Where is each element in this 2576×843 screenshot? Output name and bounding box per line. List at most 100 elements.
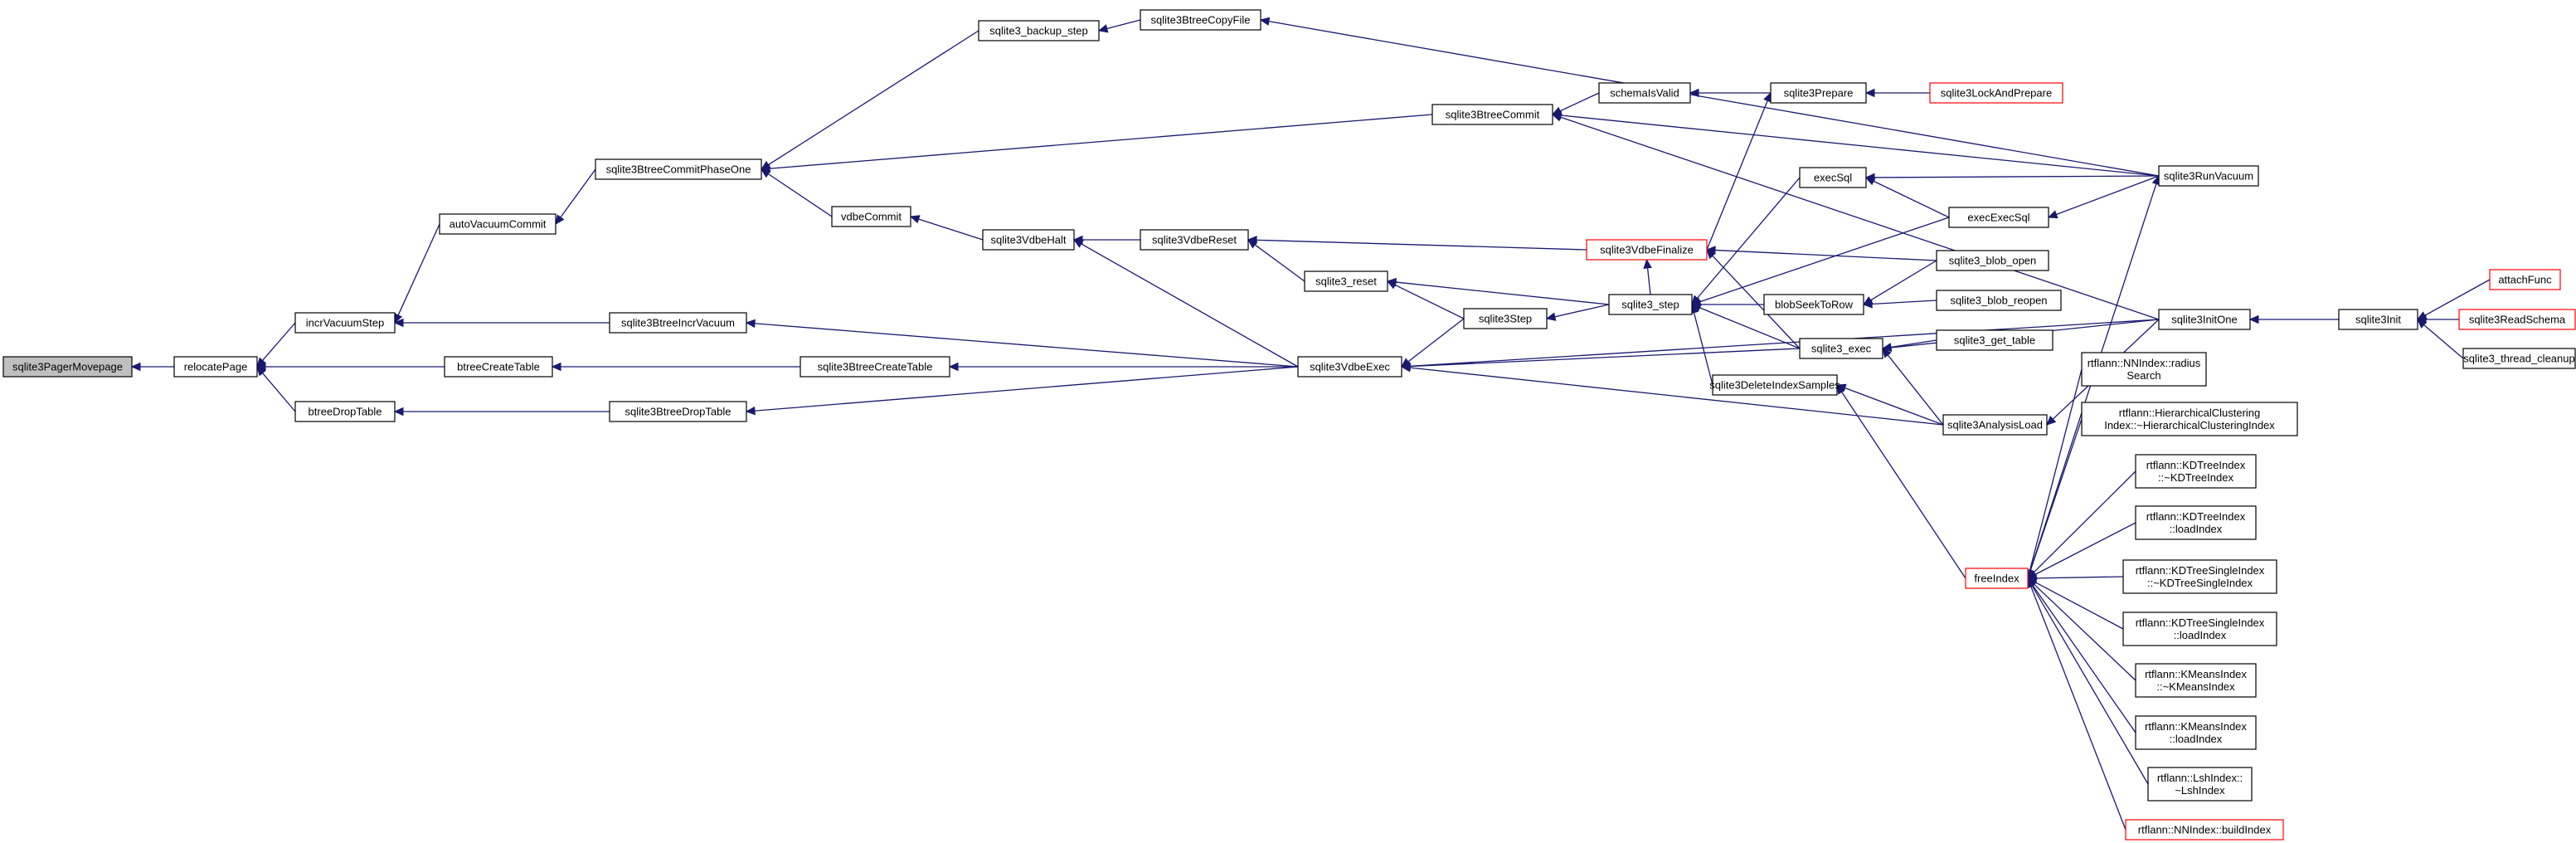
- node-box[interactable]: [1942, 414, 2048, 436]
- node-sqlite3_step[interactable]: sqlite3_step: [1608, 294, 1693, 315]
- node-box[interactable]: [2135, 663, 2257, 698]
- node-btreecreatetable[interactable]: btreeCreateTable: [444, 356, 553, 378]
- node-sqlite3_blob_reopen[interactable]: sqlite3_blob_reopen: [1936, 290, 2062, 311]
- node-autovacuumcommit[interactable]: autoVacuumCommit: [439, 213, 557, 235]
- node-sqlite3_blob_open[interactable]: sqlite3_blob_open: [1936, 250, 2049, 271]
- node-box[interactable]: [1763, 294, 1864, 315]
- node-box[interactable]: [609, 401, 747, 422]
- node-box[interactable]: [439, 213, 557, 235]
- node-sqlite3_exec[interactable]: sqlite3_exec: [1799, 338, 1883, 359]
- node-sqlite3prepare[interactable]: sqlite3Prepare: [1770, 82, 1867, 104]
- node-box[interactable]: [2135, 454, 2257, 489]
- node-box[interactable]: [2122, 612, 2277, 646]
- node-execexecsql[interactable]: execExecSql: [1948, 207, 2049, 228]
- node-box[interactable]: [2489, 269, 2561, 290]
- node-box[interactable]: [2, 356, 133, 378]
- node-sqlite3lockandprepare[interactable]: sqlite3LockAndPrepare: [1929, 82, 2063, 104]
- node-btreedroptable[interactable]: btreeDropTable: [294, 401, 396, 422]
- node-box[interactable]: [1799, 167, 1867, 188]
- node-rtflann-kmeansindex-kmeansindex[interactable]: rtflann::KMeansIndex::~KMeansIndex: [2135, 663, 2257, 698]
- node-rtflann-kdtreesingleindex-kdtreesingleindex[interactable]: rtflann::KDTreeSingleIndex::~KDTreeSingl…: [2122, 559, 2277, 594]
- node-box[interactable]: [609, 312, 747, 334]
- node-box[interactable]: [2135, 505, 2257, 540]
- node-execsql[interactable]: execSql: [1799, 167, 1867, 188]
- node-blobseektorow[interactable]: blobSeekToRow: [1763, 294, 1864, 315]
- node-box[interactable]: [2338, 309, 2418, 330]
- node-box[interactable]: [294, 312, 396, 334]
- node-box[interactable]: [1140, 229, 1249, 251]
- node-box[interactable]: [2147, 767, 2253, 802]
- node-box[interactable]: [2081, 352, 2207, 387]
- node-box[interactable]: [1936, 290, 2062, 311]
- node-sqlite3readschema[interactable]: sqlite3ReadSchema: [2458, 309, 2576, 330]
- node-sqlite3vdbeexec[interactable]: sqlite3VdbeExec: [1297, 356, 1402, 378]
- node-box[interactable]: [2125, 819, 2284, 841]
- node-sqlite3vdbehalt[interactable]: sqlite3VdbeHalt: [982, 229, 1075, 251]
- node-sqlite3_reset[interactable]: sqlite3_reset: [1304, 270, 1388, 292]
- node-box[interactable]: [1712, 374, 1838, 396]
- node-sqlite3initone[interactable]: sqlite3InitOne: [2158, 309, 2251, 330]
- node-sqlite3_thread_cleanup[interactable]: sqlite3_thread_cleanup: [2462, 348, 2576, 369]
- node-box[interactable]: [2081, 402, 2298, 436]
- node-rtflann-kdtreesingleindex-loadindex[interactable]: rtflann::KDTreeSingleIndex::loadIndex: [2122, 612, 2277, 646]
- node-box[interactable]: [1965, 568, 2029, 589]
- node-box[interactable]: [2158, 165, 2259, 187]
- node-sqlite3vdbereset[interactable]: sqlite3VdbeReset: [1140, 229, 1249, 251]
- node-box[interactable]: [1304, 270, 1388, 292]
- node-box[interactable]: [2135, 715, 2257, 750]
- node-rtflann-kmeansindex-loadindex[interactable]: rtflann::KMeansIndex::loadIndex: [2135, 715, 2257, 750]
- node-box[interactable]: [1608, 294, 1693, 315]
- node-relocatepage[interactable]: relocatePage: [173, 356, 258, 378]
- node-box[interactable]: [1929, 82, 2063, 104]
- node-sqlite3btreeincrvacuum[interactable]: sqlite3BtreeIncrVacuum: [609, 312, 747, 334]
- node-box[interactable]: [1586, 239, 1708, 261]
- node-rtflann-lshindex-lshindex[interactable]: rtflann::LshIndex::~LshIndex: [2147, 767, 2253, 802]
- node-box[interactable]: [1463, 308, 1548, 329]
- node-box[interactable]: [1431, 104, 1553, 125]
- node-sqlite3runvacuum[interactable]: sqlite3RunVacuum: [2158, 165, 2259, 187]
- node-box[interactable]: [1770, 82, 1867, 104]
- node-box[interactable]: [294, 401, 396, 422]
- node-box[interactable]: [1936, 329, 2054, 351]
- node-sqlite3btreecreatetable[interactable]: sqlite3BtreeCreateTable: [800, 356, 950, 378]
- node-box[interactable]: [173, 356, 258, 378]
- node-sqlite3deleteindexsamples[interactable]: sqlite3DeleteIndexSamples: [1709, 374, 1840, 396]
- node-box[interactable]: [2122, 559, 2277, 594]
- node-rtflann-nnindex-buildindex[interactable]: rtflann::NNIndex::buildIndex: [2125, 819, 2284, 841]
- node-box[interactable]: [800, 356, 950, 378]
- node-box[interactable]: [1297, 356, 1402, 378]
- node-box[interactable]: [2458, 309, 2576, 330]
- node-schemaisvalid[interactable]: schemaIsValid: [1598, 82, 1691, 104]
- node-sqlite3_get_table[interactable]: sqlite3_get_table: [1936, 329, 2054, 351]
- node-box[interactable]: [2158, 309, 2251, 330]
- node-box[interactable]: [831, 206, 911, 227]
- node-sqlite3pagermovepage[interactable]: sqlite3PagerMovepage: [2, 356, 133, 378]
- node-box[interactable]: [1948, 207, 2049, 228]
- node-sqlite3analysisload[interactable]: sqlite3AnalysisLoad: [1942, 414, 2048, 436]
- node-rtflann-hierarchicalclusteringindex-hierarchicalclusteringindex[interactable]: rtflann::HierarchicalClusteringIndex::~H…: [2081, 402, 2298, 436]
- node-attachfunc[interactable]: attachFunc: [2489, 269, 2561, 290]
- node-sqlite3btreecommitphaseone[interactable]: sqlite3BtreeCommitPhaseOne: [595, 158, 762, 180]
- node-sqlite3step[interactable]: sqlite3Step: [1463, 308, 1548, 329]
- node-freeindex[interactable]: freeIndex: [1965, 568, 2029, 589]
- node-box[interactable]: [1598, 82, 1691, 104]
- node-box[interactable]: [1799, 338, 1883, 359]
- node-box[interactable]: [1140, 9, 1261, 31]
- node-rtflann-kdtreeindex-kdtreeindex[interactable]: rtflann::KDTreeIndex::~KDTreeIndex: [2135, 454, 2257, 489]
- node-box[interactable]: [595, 158, 762, 180]
- node-rtflann-kdtreeindex-loadindex[interactable]: rtflann::KDTreeIndex::loadIndex: [2135, 505, 2257, 540]
- node-incrvacuumstep[interactable]: incrVacuumStep: [294, 312, 396, 334]
- node-sqlite3vdbefinalize[interactable]: sqlite3VdbeFinalize: [1586, 239, 1708, 261]
- node-box[interactable]: [444, 356, 553, 378]
- node-sqlite3init[interactable]: sqlite3Init: [2338, 309, 2418, 330]
- node-sqlite3btreecommit[interactable]: sqlite3BtreeCommit: [1431, 104, 1553, 125]
- node-sqlite3_backup_step[interactable]: sqlite3_backup_step: [978, 20, 1100, 41]
- node-box[interactable]: [982, 229, 1075, 251]
- node-box[interactable]: [978, 20, 1100, 41]
- node-sqlite3btreedroptable[interactable]: sqlite3BtreeDropTable: [609, 401, 747, 422]
- node-box[interactable]: [1936, 250, 2049, 271]
- node-vdbecommit[interactable]: vdbeCommit: [831, 206, 911, 227]
- node-sqlite3btreecopyfile[interactable]: sqlite3BtreeCopyFile: [1140, 9, 1261, 31]
- node-box[interactable]: [2462, 348, 2576, 369]
